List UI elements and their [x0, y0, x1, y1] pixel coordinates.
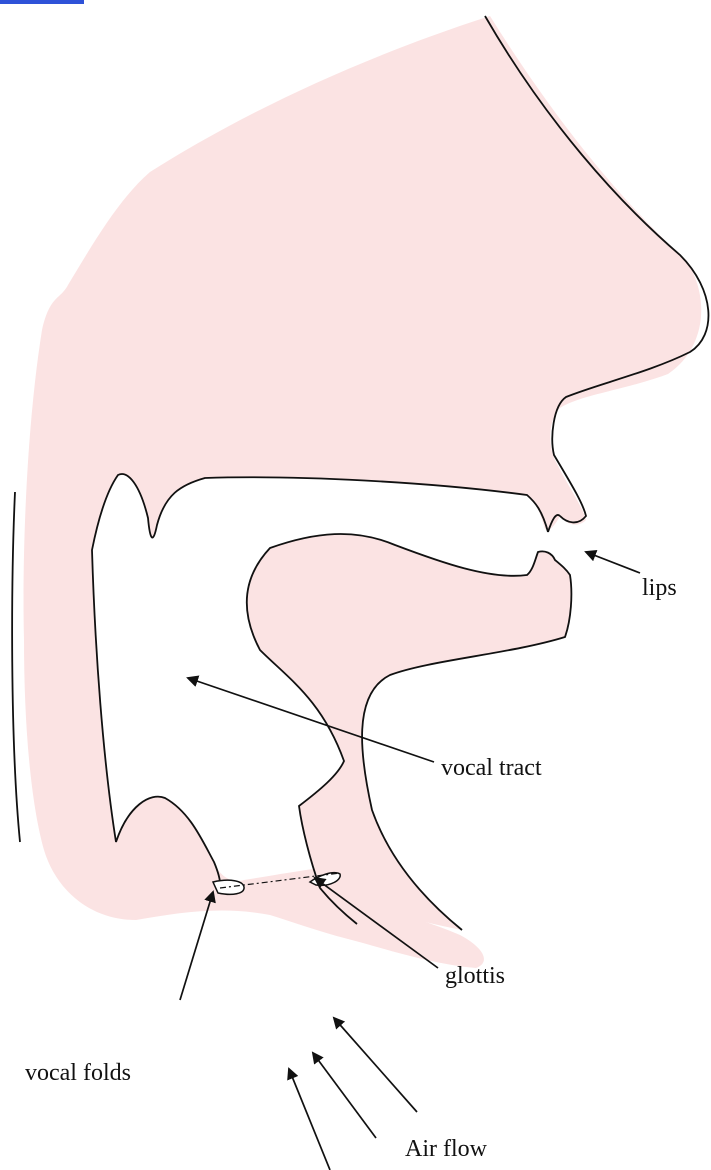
lips-arrow [586, 552, 640, 573]
air-flow-arrow-middle [313, 1053, 376, 1138]
glottis-label: glottis [445, 964, 505, 988]
neck-back-line [12, 492, 20, 842]
air-flow-label: Air flow [405, 1137, 487, 1161]
lips-label: lips [642, 576, 677, 600]
vocal-folds-label: vocal folds [25, 1061, 131, 1085]
left-vocal-fold [213, 880, 244, 894]
vocal-tract-label: vocal tract [441, 756, 542, 780]
tongue-region [247, 534, 572, 930]
air-flow-arrow-left [289, 1069, 330, 1170]
